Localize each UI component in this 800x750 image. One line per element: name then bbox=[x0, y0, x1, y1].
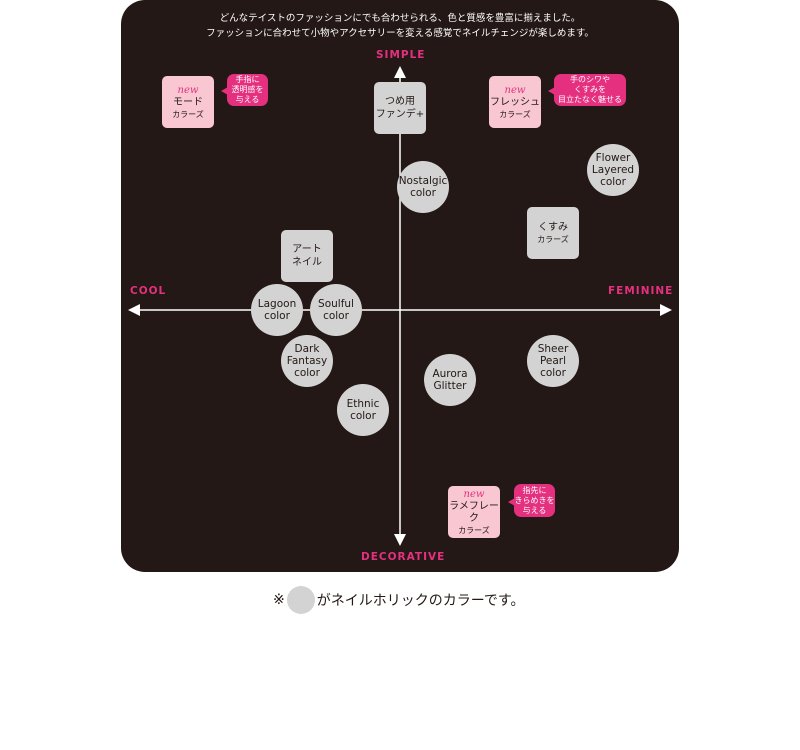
item-sub: カラーズ bbox=[499, 109, 531, 119]
item-line: つめ用 bbox=[385, 96, 415, 107]
item-tsume-fande: つめ用 ファンデ+ bbox=[374, 82, 426, 134]
callout-line: 目立たなく魅せる bbox=[558, 95, 622, 104]
callout-line: 与える bbox=[235, 95, 260, 104]
item-art-nail: アート ネイル bbox=[281, 230, 333, 282]
item-line: ネイル bbox=[292, 257, 322, 268]
gray-circle-swatch-icon bbox=[286, 586, 315, 614]
intro-text: どんなテイストのファッションにでも合わせられる、色と質感を豊富に揃えました。 フ… bbox=[121, 11, 679, 41]
item-aurora-glitter: Aurora Glitter bbox=[424, 354, 476, 406]
callout-line: きらめきを bbox=[514, 495, 555, 505]
footnote: ※ がネイルホリックのカラーです。 bbox=[273, 586, 525, 614]
item-name: ラメフレーク bbox=[449, 500, 499, 524]
item-soulful-color: Soulful color bbox=[310, 284, 362, 336]
callout-lame: 指先に きらめきを 与える bbox=[508, 484, 555, 517]
axis-label-simple: SIMPLE bbox=[376, 49, 426, 61]
callout-line: 透明感を bbox=[231, 85, 264, 94]
item-ethnic-color: Ethnic color bbox=[337, 384, 389, 436]
item-sub: カラーズ bbox=[458, 525, 490, 535]
intro-line-1: どんなテイストのファッションにでも合わせられる、色と質感を豊富に揃えました。 bbox=[219, 13, 581, 24]
callout-line: くすみを bbox=[574, 85, 606, 94]
intro-line-2: ファッションに合わせて小物やアクセサリーを変える感覚でネイルチェンジが楽しめます… bbox=[206, 28, 594, 39]
item-line: くすみ bbox=[538, 222, 568, 233]
item-name: フレッシュ bbox=[490, 96, 540, 108]
axis-label-feminine: FEMININE bbox=[608, 285, 674, 297]
callout-line: 手のシワや bbox=[570, 75, 610, 84]
new-tag: new bbox=[463, 488, 485, 500]
arrow-down-icon bbox=[394, 534, 406, 546]
new-item-fresh-colors: new フレッシュ カラーズ bbox=[489, 76, 541, 128]
footnote-prefix: ※ bbox=[273, 592, 285, 608]
arrow-left-icon bbox=[128, 304, 140, 316]
axis-label-decorative: DECORATIVE bbox=[361, 551, 446, 563]
new-item-mode-colors: new モード カラーズ bbox=[162, 76, 214, 128]
item-sheer-pearl-color: Sheer Pearl color bbox=[527, 335, 579, 387]
arrow-up-icon bbox=[394, 66, 406, 78]
footnote-text: がネイルホリックのカラーです。 bbox=[316, 593, 525, 609]
item-name: モード bbox=[173, 96, 203, 108]
callout-line: 指先に bbox=[522, 485, 547, 495]
item-dark-fantasy-color: Dark Fantasy color bbox=[281, 335, 333, 387]
callout-line: 手指に bbox=[235, 75, 260, 84]
item-sub: カラーズ bbox=[172, 109, 204, 119]
new-tag: new bbox=[177, 84, 199, 96]
item-kusumi-colors: くすみ カラーズ bbox=[527, 207, 579, 259]
item-lagoon-color: Lagoon color bbox=[251, 284, 303, 336]
new-item-lame-flake-colors: new ラメフレーク カラーズ bbox=[448, 486, 500, 538]
item-nostalgic-color: Nostalgic color bbox=[397, 161, 449, 213]
item-line: アート bbox=[292, 244, 322, 255]
item-flower-layered-color: Flower Layered color bbox=[587, 144, 639, 196]
callout-line: 与える bbox=[522, 505, 547, 515]
callout-mode: 手指に 透明感を 与える bbox=[221, 74, 268, 106]
callout-fresh: 手のシワや くすみを 目立たなく魅せる bbox=[548, 74, 626, 106]
arrow-right-icon bbox=[660, 304, 672, 316]
new-tag: new bbox=[504, 84, 526, 96]
item-sub: カラーズ bbox=[537, 235, 569, 244]
item-line: ファンデ+ bbox=[375, 109, 425, 120]
axis-label-cool: COOL bbox=[130, 285, 167, 297]
